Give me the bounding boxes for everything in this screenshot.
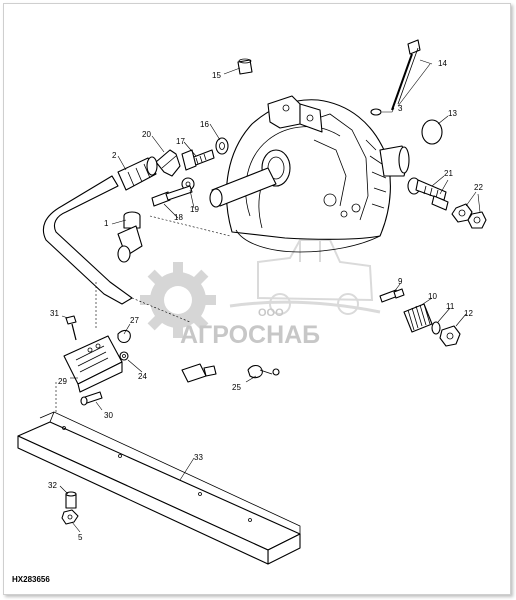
part-13-ring — [421, 119, 443, 145]
part-2-grip — [117, 156, 158, 191]
callout-1: 1 — [104, 219, 109, 228]
callout-11: 11 — [446, 302, 455, 311]
part-33-guard-plate — [17, 382, 301, 565]
part-25-clip — [247, 364, 280, 379]
callout-3: 3 — [398, 104, 403, 113]
part-17-bolt — [181, 149, 215, 171]
watermark-company-line1: ООО — [258, 307, 284, 319]
callout-9: 9 — [398, 277, 403, 286]
part-12-plug — [439, 325, 461, 347]
callouts: 14 3 13 15 16 17 20 2 19 18 1 21 22 9 10… — [48, 59, 483, 542]
part-18-pin — [151, 185, 193, 207]
callout-24: 24 — [138, 372, 147, 381]
callout-29: 29 — [58, 377, 67, 386]
watermark-company-line2: АГРОСНАБ — [180, 321, 320, 349]
callout-17: 17 — [176, 137, 185, 146]
leader-dash-handle-2 — [131, 297, 191, 323]
part-27-spring-pin — [117, 329, 131, 344]
part-29-bracket — [63, 335, 123, 393]
part-20-clip — [155, 149, 181, 177]
callout-2: 2 — [112, 151, 117, 160]
part-24-washer — [119, 351, 129, 361]
callout-14: 14 — [438, 59, 447, 68]
leader-dash-shaft — [149, 215, 231, 237]
part-16-washer — [215, 137, 229, 155]
leader-lines — [59, 59, 481, 533]
callout-19: 19 — [190, 205, 199, 214]
callout-13: 13 — [448, 109, 457, 118]
watermark: ООО АГРОСНАБ — [140, 239, 381, 349]
drawing-id: HX283656 — [12, 575, 50, 584]
part-3-o-ring — [370, 108, 382, 116]
part-21-bolt — [407, 177, 449, 211]
part-30-pin — [80, 391, 103, 406]
callout-27: 27 — [130, 316, 139, 325]
watermark-gear-icon — [140, 262, 216, 338]
part-15-plug — [237, 58, 253, 75]
callout-10: 10 — [428, 292, 437, 301]
callout-31: 31 — [50, 309, 59, 318]
callout-20: 20 — [142, 130, 151, 139]
watermark-harvester-icon — [229, 239, 381, 315]
callout-30: 30 — [104, 411, 113, 420]
callout-25: 25 — [232, 383, 241, 392]
part-32-spacer — [65, 491, 77, 509]
main-housing — [209, 95, 410, 253]
callout-32: 32 — [48, 481, 57, 490]
part-14-dipstick — [391, 39, 421, 111]
callout-5: 5 — [78, 533, 83, 542]
part-22-nuts — [451, 203, 487, 229]
part-31-bolt — [65, 315, 77, 341]
part-9-pin — [379, 288, 405, 303]
part-10-spring — [403, 303, 433, 333]
diagram-frame — [3, 3, 511, 595]
callout-33: 33 — [194, 453, 203, 462]
part-11-ring — [431, 321, 441, 335]
part-latch — [181, 363, 217, 383]
part-1-elbow — [117, 211, 143, 263]
part-5-nut — [61, 509, 79, 525]
callout-18: 18 — [174, 213, 183, 222]
callout-22: 22 — [474, 183, 483, 192]
callout-15: 15 — [212, 71, 221, 80]
handle-tube — [42, 175, 133, 305]
callout-16: 16 — [200, 120, 209, 129]
callout-12: 12 — [464, 309, 473, 318]
callout-21: 21 — [444, 169, 453, 178]
